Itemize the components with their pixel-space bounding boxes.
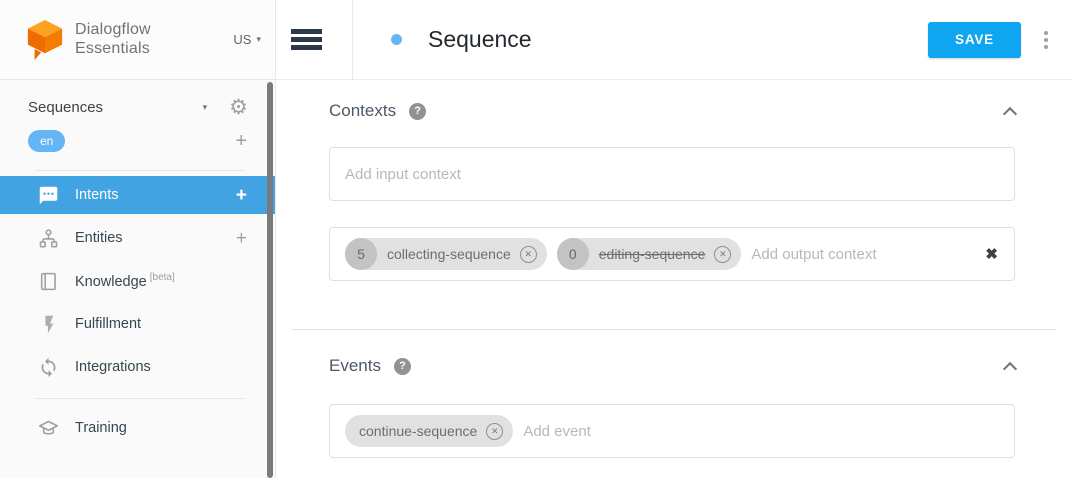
remove-context-icon[interactable]: ✕ — [714, 245, 732, 263]
intent-status-dot — [391, 34, 402, 45]
input-context-box[interactable] — [329, 147, 1015, 201]
kebab-menu-icon[interactable] — [1040, 27, 1052, 53]
events-box[interactable]: continue-sequence ✕ — [329, 404, 1015, 458]
region-selector[interactable]: US ▾ — [233, 32, 261, 47]
sync-icon — [41, 357, 56, 377]
brand-line1: Dialogflow — [75, 21, 151, 39]
intent-editor-content: Contexts ? 5 collecting-sequence ✕ 0 edi… — [276, 80, 1072, 458]
sidebar-item-label: Intents — [75, 187, 119, 203]
chat-bubble-icon — [39, 186, 58, 204]
language-row: en + — [0, 118, 275, 164]
add-intent-icon[interactable]: + — [235, 184, 247, 206]
remove-context-icon[interactable]: ✕ — [519, 245, 537, 263]
sidebar-item-label: Fulfillment — [75, 316, 142, 332]
sidebar-divider — [35, 398, 245, 399]
brand-line2: Essentials — [75, 39, 150, 57]
sidebar-item-knowledge[interactable]: Knowledge[beta] — [0, 262, 275, 300]
event-chip[interactable]: continue-sequence ✕ — [345, 415, 514, 447]
context-chip-label: editing-sequence — [598, 246, 706, 262]
output-context-input[interactable] — [751, 245, 974, 263]
lightning-icon — [45, 315, 54, 333]
sidebar-item-entities[interactable]: Entities + — [0, 219, 275, 257]
add-entity-icon[interactable]: + — [235, 227, 247, 249]
events-help-icon[interactable]: ? — [393, 357, 411, 375]
output-context-box[interactable]: 5 collecting-sequence ✕ 0 editing-sequen… — [329, 227, 1015, 281]
agent-caret-down-icon[interactable]: ▾ — [202, 102, 208, 112]
sidebar: Dialogflow Essentials US ▾ Sequences ▾ ⚙… — [0, 0, 276, 478]
agent-row: Sequences ▾ ⚙ — [0, 80, 275, 118]
sidebar-item-label: Training — [75, 420, 127, 436]
output-context-chip[interactable]: 5 collecting-sequence ✕ — [345, 238, 547, 270]
sidebar-scrollbar[interactable] — [267, 82, 273, 478]
input-context-input[interactable] — [345, 165, 998, 183]
clear-contexts-icon[interactable]: ✖ — [985, 246, 998, 263]
entity-tree-icon — [39, 228, 58, 248]
main-header: Sequence SAVE — [276, 0, 1072, 80]
caret-down-icon: ▾ — [256, 34, 261, 44]
sidebar-item-integrations[interactable]: Integrations — [0, 348, 275, 386]
event-chip-label: continue-sequence — [359, 423, 478, 439]
events-heading: Events — [329, 356, 381, 375]
contexts-section-header: Contexts ? — [329, 101, 1018, 121]
context-lifespan-badge[interactable]: 0 — [556, 238, 589, 270]
contexts-help-icon[interactable]: ? — [409, 102, 427, 120]
add-event-input[interactable] — [523, 422, 998, 440]
remove-event-icon[interactable]: ✕ — [486, 422, 504, 440]
output-context-chip[interactable]: 0 editing-sequence ✕ — [556, 238, 742, 270]
sidebar-item-label: Knowledge[beta] — [75, 272, 175, 290]
context-lifespan-badge[interactable]: 5 — [345, 238, 377, 270]
events-section-header: Events ? — [329, 356, 1018, 376]
events-collapse-chevron-up-icon[interactable] — [1002, 361, 1018, 376]
agent-name[interactable]: Sequences — [28, 99, 104, 116]
language-chip[interactable]: en — [28, 130, 66, 152]
page-title: Sequence — [428, 26, 532, 52]
section-divider — [292, 329, 1056, 330]
sidebar-item-label: Entities — [75, 230, 123, 246]
contexts-heading: Contexts — [329, 101, 397, 120]
book-icon — [40, 272, 56, 290]
graduation-cap-icon — [38, 420, 59, 435]
header-divider — [352, 0, 353, 79]
context-chip-label: collecting-sequence — [387, 246, 511, 262]
sidebar-item-fulfillment[interactable]: Fulfillment — [0, 305, 275, 343]
save-button[interactable]: SAVE — [928, 21, 1021, 58]
sidebar-item-intents[interactable]: Intents + — [0, 176, 275, 214]
hamburger-menu-icon[interactable] — [291, 26, 322, 53]
add-language-icon[interactable]: + — [235, 130, 247, 152]
contexts-collapse-chevron-up-icon[interactable] — [1002, 106, 1018, 121]
main-panel: Sequence SAVE Contexts ? 5 collecting-se… — [276, 0, 1072, 478]
dialogflow-logo-icon — [27, 19, 63, 60]
sidebar-divider — [35, 170, 245, 171]
brand-name: Dialogflow Essentials — [75, 21, 151, 58]
logo-row: Dialogflow Essentials US ▾ — [0, 0, 275, 80]
gear-icon[interactable]: ⚙ — [229, 96, 248, 119]
sidebar-item-training[interactable]: Training — [0, 409, 275, 447]
region-label: US — [233, 32, 252, 47]
beta-badge: [beta] — [149, 272, 175, 284]
sidebar-item-label: Integrations — [75, 359, 151, 375]
